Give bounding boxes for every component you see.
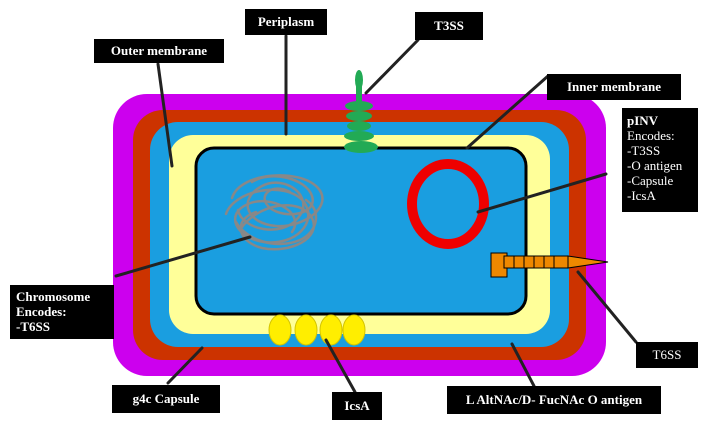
leader-inner-membrane — [465, 74, 550, 150]
inner-membrane-label: Inner membrane — [547, 74, 681, 100]
icsa-label: IcsA — [332, 392, 382, 420]
pinv-line: Encodes: — [627, 128, 675, 143]
chromosome-label: Chromosome Encodes: -T6SS — [10, 285, 114, 339]
leader-t3ss — [364, 38, 420, 95]
leader-icsa — [324, 338, 357, 394]
g4c-capsule-label: g4c Capsule — [112, 385, 220, 413]
pinv-plasmid-icon — [407, 159, 489, 249]
leader-outer-membrane — [156, 62, 174, 168]
pinv-line: -IcsA — [627, 188, 656, 203]
leader-o-antigen — [510, 342, 536, 388]
t6ss-icon — [490, 252, 609, 278]
leader-t6ss — [576, 270, 638, 344]
pinv-line: -O antigen — [627, 158, 683, 173]
leader-pinv — [476, 172, 608, 214]
o-antigen-label: L AltNAc/D- FucNAc O antigen — [447, 386, 661, 414]
chromosome-line: Chromosome — [16, 289, 91, 304]
pinv-title: pINV — [627, 113, 659, 128]
t3ss-icon — [344, 70, 378, 153]
icsa-icon — [268, 314, 366, 346]
leader-chromosome — [114, 235, 252, 278]
t6ss-label: T6SS — [636, 342, 698, 368]
chromosome-icon — [224, 174, 324, 251]
t3ss-label: T3SS — [415, 12, 483, 40]
periplasm-label: Periplasm — [245, 9, 327, 35]
chromosome-line: Encodes: — [16, 304, 67, 319]
pinv-label: pINV Encodes: -T3SS -O antigen -Capsule … — [622, 108, 698, 212]
leader-g4c-capsule — [166, 346, 204, 385]
pinv-line: -T3SS — [627, 143, 661, 158]
leader-lines — [114, 34, 638, 394]
pinv-line: -Capsule — [627, 173, 674, 188]
chromosome-line: -T6SS — [16, 319, 50, 334]
outer-membrane-label: Outer membrane — [94, 39, 224, 63]
